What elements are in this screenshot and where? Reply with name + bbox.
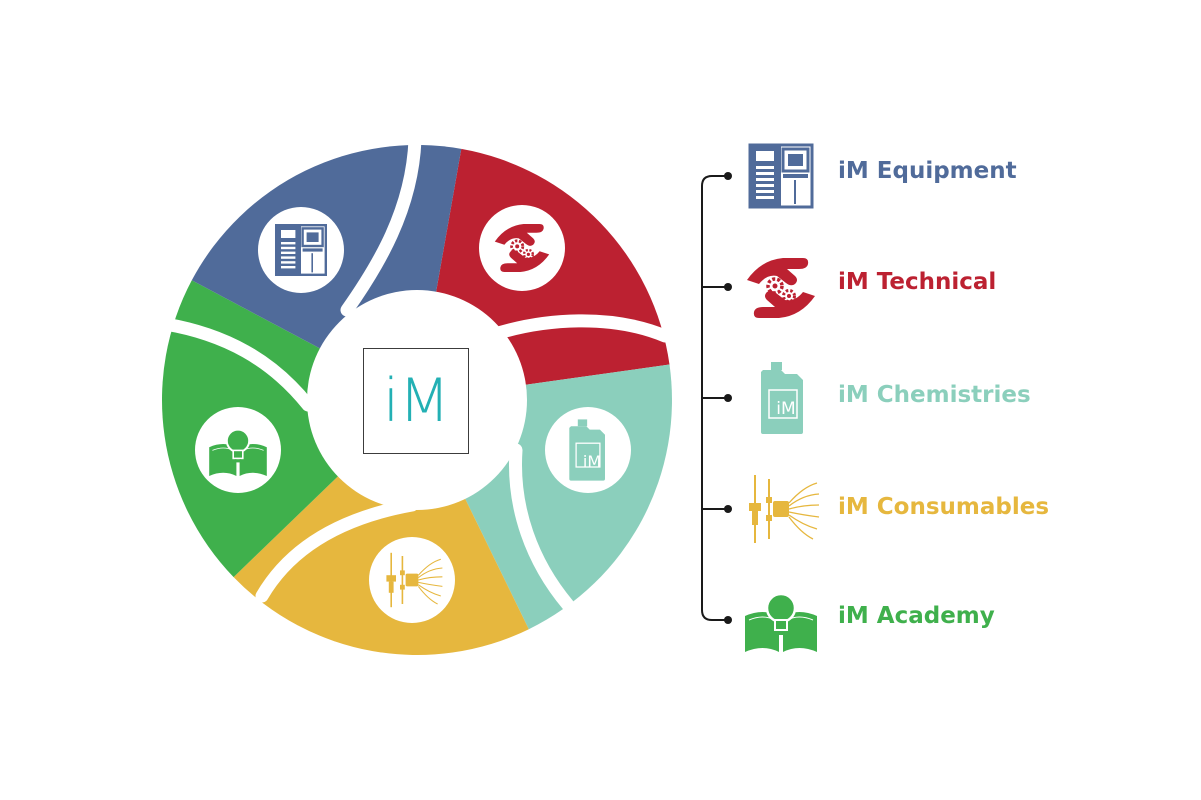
separator-chemistries-consumables: [509, 443, 575, 612]
legend-label-technical: iM Technical: [838, 269, 997, 295]
separator-technical-chemistries: [485, 314, 672, 343]
wheel-icon-equipment: [258, 207, 344, 293]
legend-connector: [701, 175, 728, 621]
wheel-icon-consumables: [369, 537, 455, 623]
im-logo-text: iM: [382, 366, 450, 436]
segment-academy: [161, 280, 417, 578]
legend-label-equipment: iM Equipment: [838, 158, 1017, 184]
legend-label-consumables: iM Consumables: [838, 494, 1050, 520]
im-logo: iM: [363, 348, 469, 454]
legend-canister-label: iM: [776, 399, 795, 419]
wheel-icon-chemistries: iM: [545, 407, 631, 493]
separator-equipment-technical: [340, 133, 422, 317]
wheel-icon-academy: [195, 407, 281, 493]
canister-label: iM: [583, 452, 601, 471]
legend-label-chemistries: iM Chemistries: [838, 382, 1031, 408]
segment-consumables: [233, 400, 529, 655]
separator-academy-equipment: [158, 317, 315, 412]
connector-dots: [724, 172, 732, 624]
wheel-icon-technical: [479, 205, 565, 291]
segment-separators: [158, 133, 672, 612]
separator-consumables-academy: [255, 498, 419, 603]
legend-label-academy: iM Academy: [838, 603, 995, 629]
